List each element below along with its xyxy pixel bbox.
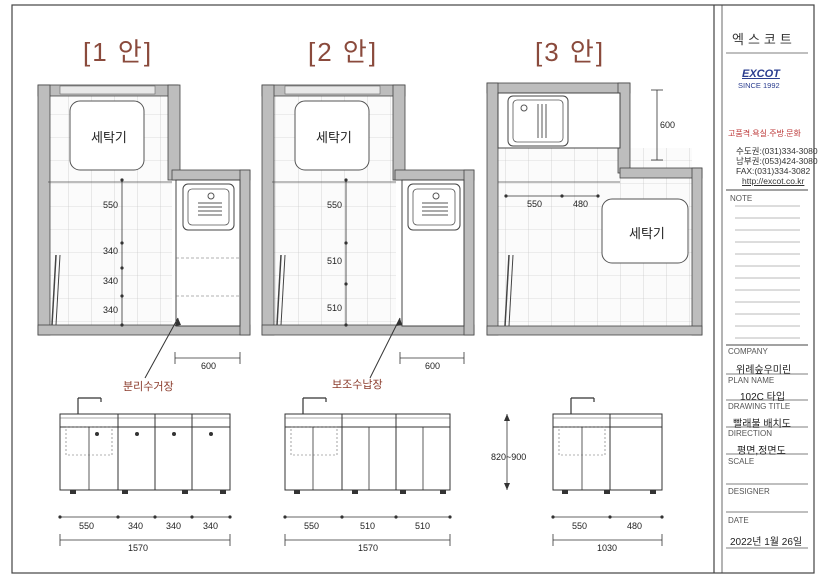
height-dim: 820~900 bbox=[491, 452, 527, 462]
excot-logo: EXCOT bbox=[742, 68, 780, 80]
field-value: 2022년 1월 26일 bbox=[730, 537, 803, 548]
field-label: SCALE bbox=[728, 457, 755, 466]
option-3-heading: [3 안] bbox=[535, 37, 606, 67]
plan-dim: 510 bbox=[327, 256, 343, 266]
elevation-option-3 bbox=[551, 397, 664, 546]
width-dim: 600 bbox=[425, 361, 441, 371]
plan-dim: 550 bbox=[103, 200, 119, 210]
option-2-heading: [2 안] bbox=[308, 37, 379, 67]
since-text: SINCE 1992 bbox=[738, 81, 780, 90]
plan-option-2 bbox=[261, 84, 475, 379]
plan-dim: 340 bbox=[103, 305, 119, 315]
washer-label: 세탁기 bbox=[91, 130, 127, 145]
plan-option-1 bbox=[37, 84, 251, 379]
callout-recycling-station: 분리수거장 bbox=[123, 381, 174, 393]
depth-dim: 600 bbox=[660, 120, 676, 130]
note-label: NOTE bbox=[730, 194, 753, 203]
field-label: DATE bbox=[728, 516, 749, 525]
total-dim: 1570 bbox=[128, 543, 149, 553]
elevation-option-1 bbox=[58, 397, 232, 546]
washer-label: 세탁기 bbox=[629, 226, 665, 241]
elev-dim: 340 bbox=[203, 521, 219, 531]
elev-dim: 550 bbox=[304, 521, 320, 531]
plan-dim: 340 bbox=[103, 246, 119, 256]
plan-dim: 480 bbox=[573, 199, 589, 209]
business-tagline: 고품격.욕실.주방.문화 bbox=[728, 129, 801, 138]
title-block-lines bbox=[726, 52, 808, 549]
plan-dim: 550 bbox=[327, 200, 343, 210]
field-value: 위례숲우미린 bbox=[736, 365, 792, 376]
total-dim: 1570 bbox=[358, 543, 379, 553]
total-dim: 1030 bbox=[597, 543, 618, 553]
field-label: COMPANY bbox=[728, 347, 768, 356]
elev-dim: 510 bbox=[360, 521, 376, 531]
plan-dim: 550 bbox=[527, 199, 543, 209]
elev-dim: 340 bbox=[128, 521, 144, 531]
contact-south: 남부권:(053)424-3080 bbox=[736, 156, 818, 166]
field-label: DIRECTION bbox=[728, 429, 772, 438]
elevation-option-2 bbox=[283, 397, 510, 546]
elev-dim: 550 bbox=[572, 521, 588, 531]
field-label: PLAN NAME bbox=[728, 376, 775, 385]
width-dim: 600 bbox=[201, 361, 217, 371]
callout-aux-storage: 보조수납장 bbox=[332, 379, 383, 391]
elev-dim: 340 bbox=[166, 521, 182, 531]
option-1-heading: [1 안] bbox=[83, 37, 154, 67]
company-name: 엑스코트 bbox=[732, 32, 796, 47]
field-label: DRAWING TITLE bbox=[728, 402, 791, 411]
contact-capital: 수도권:(031)334-3080 bbox=[736, 146, 818, 156]
washer-label: 세탁기 bbox=[316, 130, 352, 145]
plan-dim: 340 bbox=[103, 276, 119, 286]
elev-dim: 480 bbox=[627, 521, 643, 531]
field-value: 빨래불 배치도 bbox=[733, 419, 791, 430]
plan-option-3 bbox=[486, 82, 703, 336]
elev-dim: 550 bbox=[79, 521, 95, 531]
contact-fax: FAX:(031)334-3082 bbox=[736, 166, 811, 176]
sheet-frame bbox=[11, 4, 815, 574]
field-value: 평면,정면도 bbox=[737, 446, 786, 457]
website-link[interactable]: http://excot.co.kr bbox=[742, 176, 805, 186]
plan-dim: 510 bbox=[327, 303, 343, 313]
field-label: DESIGNER bbox=[728, 487, 770, 496]
elev-dim: 510 bbox=[415, 521, 431, 531]
field-value: 102C 타입 bbox=[740, 392, 786, 403]
